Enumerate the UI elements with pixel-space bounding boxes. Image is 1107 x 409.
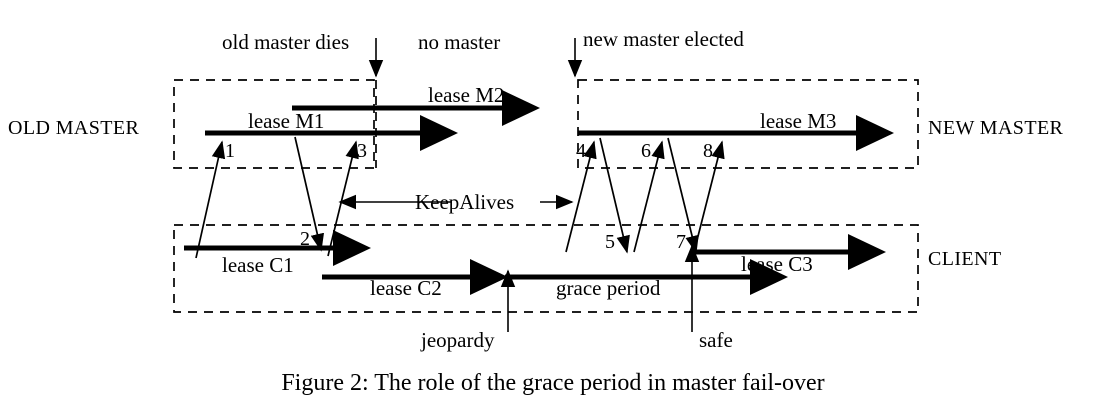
keepalive-msg-8-line (693, 140, 725, 253)
new-master-elected-label: new master elected (583, 27, 744, 51)
grace-period-label: grace period (556, 276, 661, 300)
message-number-6: 6 (641, 140, 651, 162)
message-number-7: 7 (676, 231, 686, 253)
keepalive-msg-5-line (599, 137, 630, 254)
new-master-region-box (577, 79, 919, 169)
keepalives-label: KeepAlives (415, 190, 514, 214)
client-region-box (173, 224, 919, 313)
message-number-5: 5 (605, 231, 615, 253)
keepalive-msg-4-line (565, 140, 597, 253)
message-number-8: 8 (703, 140, 713, 162)
lease-m2-label: lease M2 (428, 83, 504, 107)
message-number-4: 4 (576, 140, 586, 162)
keepalive-msg-6-line (633, 140, 665, 253)
old-master-region-box (173, 79, 375, 169)
keepalive-msg-3-line (327, 140, 359, 257)
keepalive-msg-1-line (195, 140, 226, 259)
lease-m3-label: lease M3 (760, 109, 836, 133)
old-master-dies-label: old master dies (222, 30, 349, 54)
new-master-side-label: NEW MASTER (928, 117, 1064, 139)
old-master-side-label: OLD MASTER (8, 117, 139, 139)
lease-c2-label: lease C2 (370, 276, 442, 300)
client-side-label: CLIENT (928, 248, 1002, 270)
figure-caption: Figure 2: The role of the grace period i… (281, 370, 824, 396)
message-number-2: 2 (300, 228, 310, 250)
keepalive-msg-7-line (667, 137, 699, 254)
lease-c3-label: lease C3 (741, 252, 813, 276)
lease-m1-label: lease M1 (248, 109, 324, 133)
safe-label: safe (699, 328, 733, 352)
lease-c1-label: lease C1 (222, 253, 294, 277)
no-master-label: no master (418, 30, 500, 54)
jeopardy-label: jeopardy (420, 328, 495, 352)
keepalive-msg-2-line (294, 136, 325, 252)
message-number-1: 1 (225, 140, 235, 162)
message-number-3: 3 (357, 140, 367, 162)
